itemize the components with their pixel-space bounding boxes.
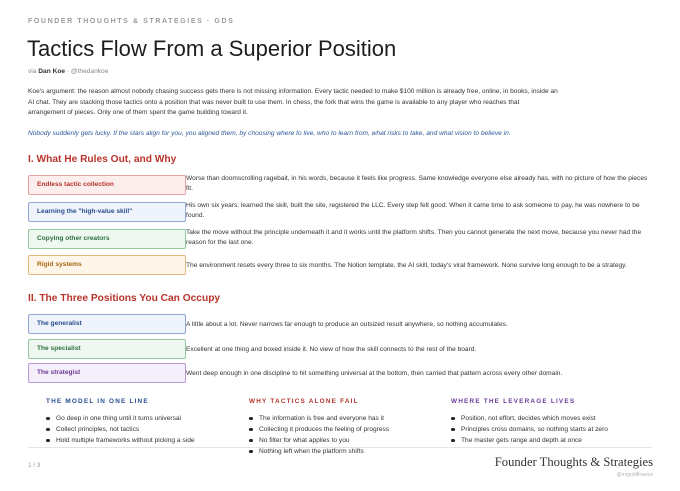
column-list: Position, not effort, decides which move…: [433, 413, 623, 446]
list-item: The information is free and everyone has…: [231, 413, 421, 424]
rule-out-description: Worse than doomscrolling ragebait, in hi…: [186, 175, 648, 193]
rule-out-description: The environment resets every three to si…: [186, 262, 627, 269]
brand-wordmark: Founder Thoughts & Strategies: [494, 455, 653, 469]
series-kicker: FOUNDER THOUGHTS & STRATEGIES · GDS: [28, 18, 235, 25]
rule-out-row: Copying other creators Take the move wit…: [28, 229, 648, 249]
list-item: Nothing left when the platform shifts: [231, 446, 421, 457]
position-row: The specialist Excellent at one thing an…: [28, 339, 648, 359]
list-item: No filter for what applies to you: [231, 435, 421, 446]
section-heading-positions: II. The Three Positions You Can Occupy: [28, 293, 221, 304]
rule-out-label: Rigid systems: [28, 255, 186, 275]
list-item: Hold multiple frameworks without picking…: [28, 435, 218, 446]
rule-out-description: Take the move without the principle unde…: [186, 229, 642, 247]
page-number: 1 / 3: [28, 462, 41, 469]
summary-column-model: THE MODEL IN ONE LINE Go deep in one thi…: [28, 398, 218, 446]
byline-prefix: via: [28, 68, 37, 75]
column-heading: WHERE THE LEVERAGE LIVES: [451, 398, 576, 405]
position-row: The generalist A little about a lot. Nev…: [28, 314, 648, 334]
position-label: The generalist: [28, 314, 186, 334]
section-heading-rules-out: I. What He Rules Out, and Why: [28, 154, 177, 165]
position-description: A little about a lot. Never narrows far …: [186, 321, 508, 328]
page-title: Tactics Flow From a Superior Position: [27, 36, 397, 61]
list-item: Go deep in one thing until it turns univ…: [28, 413, 218, 424]
column-list: The information is free and everyone has…: [231, 413, 421, 457]
column-list: Go deep in one thing until it turns univ…: [28, 413, 218, 446]
rule-out-row: Endless tactic collection Worse than doo…: [28, 175, 648, 195]
author-name: Dan Koe: [38, 68, 66, 75]
position-row: The strategist Went deep enough in one d…: [28, 363, 648, 383]
rule-out-label: Endless tactic collection: [28, 175, 186, 195]
summary-column-why-fail: WHY TACTICS ALONE FAIL The information i…: [231, 398, 421, 457]
position-description: Went deep enough in one discipline to hi…: [186, 370, 563, 377]
position-description: Excellent at one thing and boxed inside …: [186, 346, 477, 353]
author-handle: · @thedankoe: [66, 68, 109, 75]
rule-out-label: Learning the "high-value skill": [28, 202, 186, 222]
rule-out-description: His own six years: learned the skill, bu…: [186, 202, 640, 220]
list-item: Principles cross domains, so nothing sta…: [433, 424, 623, 435]
list-item: Collect principles, not tactics: [28, 424, 218, 435]
lead-paragraph: Koe's argument: the reason almost nobody…: [28, 88, 558, 117]
footer-divider: [28, 447, 652, 448]
rule-out-label: Copying other creators: [28, 229, 186, 249]
rule-out-row: Learning the "high-value skill" His own …: [28, 202, 648, 222]
pull-quote: Nobody suddenly gets lucky. If the stars…: [28, 130, 511, 137]
list-item: Position, not effort, decides which move…: [433, 413, 623, 424]
brand-handle: @mrgoldfinance: [616, 472, 653, 478]
list-item: The master gets range and depth at once: [433, 435, 623, 446]
summary-column-leverage: WHERE THE LEVERAGE LIVES Position, not e…: [433, 398, 623, 446]
byline: via Dan Koe · @thedankoe: [28, 68, 108, 75]
position-label: The strategist: [28, 363, 186, 383]
list-item: Collecting it produces the feeling of pr…: [231, 424, 421, 435]
position-label: The specialist: [28, 339, 186, 359]
rule-out-row: Rigid systems The environment resets eve…: [28, 255, 648, 275]
column-heading: WHY TACTICS ALONE FAIL: [249, 398, 359, 405]
column-heading: THE MODEL IN ONE LINE: [46, 398, 149, 405]
